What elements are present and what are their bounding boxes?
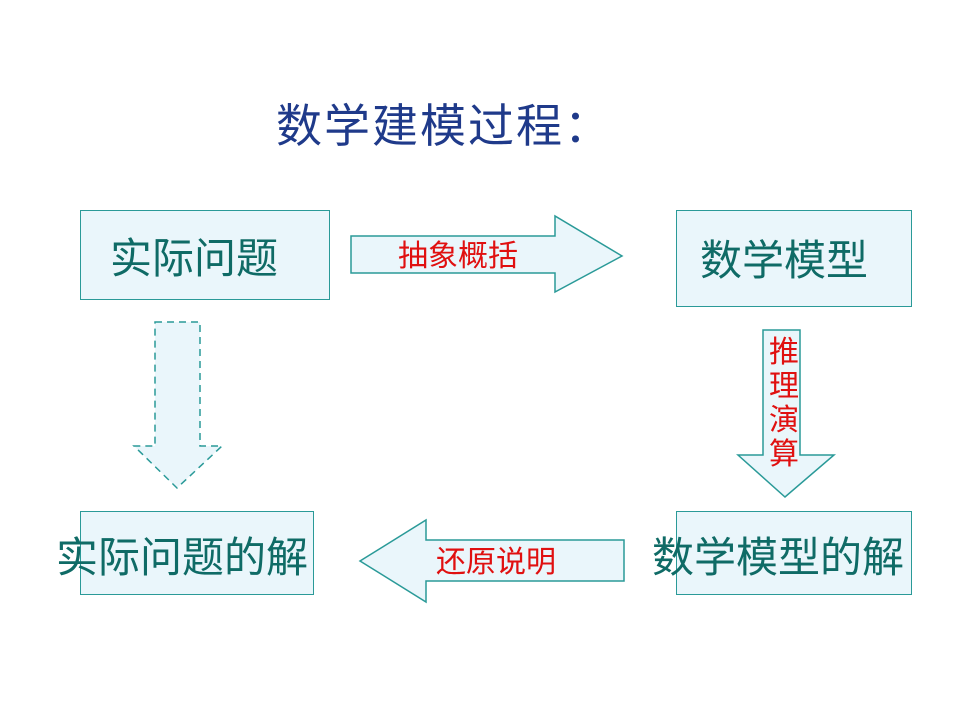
edge-interpretation-label: 还原说明 [436,545,556,580]
edge-reasoning-label: 推理演算 [769,335,799,472]
node-model-solution [676,511,912,595]
node-real-problem-label: 实际问题 [110,234,279,283]
arrow-abstraction [350,214,624,294]
node-math-model-label: 数学模型 [700,236,869,285]
node-math-model [676,210,912,307]
arrow-dashed-down [132,321,224,490]
edge-abstraction-label: 抽象概括 [398,239,518,274]
arrow-reasoning [736,329,837,498]
arrow-interpretation [358,518,625,604]
diagram-title: 数学建模过程： [276,99,612,153]
node-real-solution-label: 实际问题的解 [56,533,309,582]
node-model-solution-label: 数学模型的解 [652,533,905,582]
node-real-problem [80,210,330,300]
node-real-solution [80,511,314,595]
